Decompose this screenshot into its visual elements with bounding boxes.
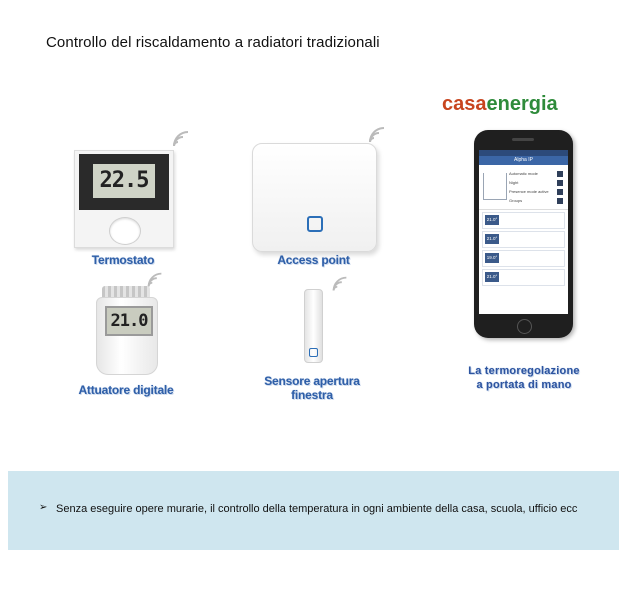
house-icon: [483, 173, 507, 200]
info-text-content: Senza eseguire opere murarie, il control…: [56, 503, 578, 515]
bullet-arrow-icon: ➢: [39, 502, 48, 513]
access-point-device: [252, 143, 377, 252]
mode-row-label: Automatic mode: [509, 171, 538, 176]
room-item[interactable]: 21.0°: [482, 269, 565, 286]
mode-row[interactable]: Groups: [509, 198, 563, 204]
brand-logo-icon: [309, 348, 318, 357]
window-sensor-device: [304, 289, 323, 363]
room-temp: 21.0°: [485, 234, 499, 244]
actuator-head: [102, 286, 150, 298]
app-header: Alpha IP: [479, 156, 568, 165]
info-text: Senza eseguire opere murarie, il control…: [56, 503, 577, 515]
phone-speaker: [512, 138, 534, 141]
smartphone: Alpha IP Automatic mode Night Presence m…: [474, 130, 573, 338]
mode-row[interactable]: Automatic mode: [509, 171, 563, 177]
logo-casa: casa: [442, 93, 487, 115]
room-temp: 21.0°: [485, 272, 499, 282]
thermostat-device: 22.5: [74, 150, 174, 248]
sensor-label-line2: finestra: [291, 388, 333, 402]
room-item[interactable]: 21.0°: [482, 231, 565, 248]
mode-row-label: Presence mode active: [509, 189, 549, 194]
brand-logo-icon: [307, 216, 323, 232]
access-point-label: Access point: [277, 253, 350, 267]
thermostat-screen: 22.5: [79, 154, 169, 210]
thermostat-knob: [109, 217, 141, 245]
page-title: Controllo del riscaldamento a radiatori …: [46, 34, 380, 51]
phone-screen: Alpha IP Automatic mode Night Presence m…: [479, 150, 568, 314]
sensor-label-line1: Sensore apertura: [264, 374, 360, 388]
thermostat-label: Termostato: [91, 253, 155, 267]
actuator-display: 21.0: [105, 306, 153, 336]
wifi-icon: [332, 276, 347, 291]
phone-label-line2: a portata di mano: [476, 379, 572, 391]
room-temp: 21.0°: [485, 215, 499, 225]
mode-row-label: Groups: [509, 198, 523, 203]
wifi-icon: [173, 131, 189, 147]
phone-status-bar: [479, 150, 568, 156]
info-box: ➢ Senza eseguire opere murarie, il contr…: [8, 471, 619, 550]
actuator-device: 21.0: [96, 297, 158, 375]
room-temp: 19.0°: [485, 253, 499, 263]
app-overview: Automatic mode Night Presence mode activ…: [479, 165, 568, 210]
room-item[interactable]: 21.0°: [482, 212, 565, 229]
mode-row-label: Night: [509, 180, 519, 185]
mode-row[interactable]: Night: [509, 180, 563, 186]
room-list: 21.0° 21.0° 19.0° 21.0°: [479, 210, 568, 290]
mode-row[interactable]: Presence mode active: [509, 189, 563, 195]
logo-energia: energia: [486, 93, 558, 115]
room-item[interactable]: 19.0°: [482, 250, 565, 267]
actuator-label: Attuatore digitale: [78, 383, 174, 397]
phone-label-line1: La termoregolazione: [468, 365, 580, 377]
casaenergia-logo: casaenergia: [442, 93, 558, 119]
wifi-icon: [369, 127, 385, 143]
thermostat-display: 22.5: [93, 164, 155, 198]
home-button: [517, 319, 532, 334]
